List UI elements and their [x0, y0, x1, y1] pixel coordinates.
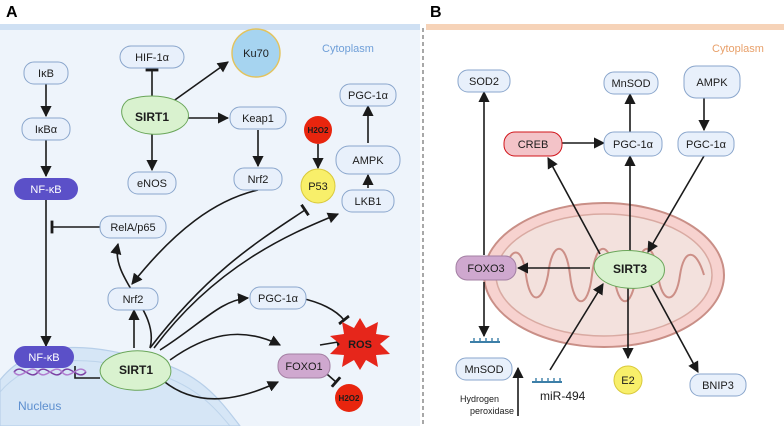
node-sirt1-top: SIRT1 — [121, 95, 189, 135]
node-foxo1: FOXO1 — [277, 353, 331, 379]
svg-text:AMPK: AMPK — [696, 77, 728, 89]
svg-text:H2O2: H2O2 — [339, 394, 360, 403]
label-mir494: miR-494 — [540, 389, 586, 403]
svg-text:FOXO1: FOXO1 — [285, 361, 322, 373]
svg-text:CREB: CREB — [518, 139, 549, 151]
svg-text:PGC-1α: PGC-1α — [258, 293, 299, 305]
node-hif1a: HIF-1α — [119, 45, 185, 69]
svg-text:MnSOD: MnSOD — [464, 364, 503, 376]
node-ampk-a: AMPK — [335, 145, 401, 175]
svg-text:LKB1: LKB1 — [355, 196, 382, 208]
svg-text:eNOS: eNOS — [137, 178, 167, 190]
node-nrf2-low: Nrf2 — [107, 287, 159, 311]
panel-b-edges — [478, 90, 710, 416]
svg-text:Nrf2: Nrf2 — [123, 294, 144, 306]
svg-text:P53: P53 — [308, 181, 328, 193]
dna-helix-icon — [13, 368, 87, 376]
node-ampk-b: AMPK — [683, 65, 741, 99]
node-p53: P53 — [300, 168, 336, 204]
svg-text:SOD2: SOD2 — [469, 76, 499, 88]
svg-text:Nrf2: Nrf2 — [248, 174, 269, 186]
svg-text:BNIP3: BNIP3 — [702, 380, 734, 392]
node-pgc1a-mid: PGC-1α — [603, 131, 663, 157]
panel-b-cytoplasm-label: Cytoplasm — [712, 43, 764, 55]
node-creb: CREB — [503, 131, 563, 157]
svg-text:NF-κB: NF-κB — [30, 184, 61, 196]
node-lkb1: LKB1 — [341, 189, 395, 213]
node-ikb: IκB — [23, 61, 69, 85]
node-ikba: IκBα — [21, 117, 71, 141]
node-e2: E2 — [613, 365, 643, 395]
svg-text:ROS: ROS — [348, 339, 372, 351]
svg-text:PGC-1α: PGC-1α — [348, 90, 389, 102]
panel-a-edges — [40, 61, 374, 400]
svg-text:Keap1: Keap1 — [242, 113, 274, 125]
mrna-icon-mir494 — [532, 378, 562, 383]
svg-text:FOXO3: FOXO3 — [467, 263, 504, 275]
node-sod2: SOD2 — [457, 69, 511, 93]
label-hydrogen: Hydrogen — [460, 394, 499, 404]
mrna-icon-mnsod — [470, 338, 500, 343]
node-enos: eNOS — [127, 171, 177, 195]
svg-text:H2O2: H2O2 — [308, 126, 329, 135]
node-h2o2-top: H2O2 — [304, 116, 332, 144]
node-ku70: Ku70 — [231, 28, 281, 78]
panel-a-letter: A — [6, 4, 18, 21]
node-pgc1a-right: PGC-1α — [677, 131, 735, 157]
node-mnsod-top: MnSOD — [603, 71, 659, 95]
svg-text:PGC-1α: PGC-1α — [686, 139, 727, 151]
panel-a-cytoplasm-label: Cytoplasm — [322, 43, 374, 55]
svg-text:SIRT1: SIRT1 — [135, 110, 169, 124]
node-nrf2-top: Nrf2 — [233, 167, 283, 191]
nucleus-label: Nucleus — [18, 399, 61, 413]
svg-text:IκBα: IκBα — [35, 124, 58, 136]
node-bnip3: BNIP3 — [689, 373, 747, 397]
svg-text:HIF-1α: HIF-1α — [135, 52, 170, 64]
node-sirt3: SIRT3 — [593, 250, 665, 289]
svg-text:Ku70: Ku70 — [243, 48, 269, 60]
svg-text:AMPK: AMPK — [352, 155, 384, 167]
svg-text:PGC-1α: PGC-1α — [613, 139, 654, 151]
node-h2o2-low: H2O2 — [335, 384, 363, 412]
node-ros: ROS — [330, 318, 390, 370]
node-foxo3: FOXO3 — [455, 255, 517, 281]
svg-text:SIRT3: SIRT3 — [613, 262, 647, 276]
node-nfkb: NF-κB — [14, 178, 78, 200]
node-mnsod-low: MnSOD — [455, 357, 513, 381]
svg-text:E2: E2 — [621, 375, 634, 387]
node-nfkb-nucleus: NF-κB — [14, 346, 74, 368]
panel-b-letter: B — [430, 4, 442, 21]
svg-text:NF-κB: NF-κB — [28, 352, 59, 364]
node-keap1: Keap1 — [229, 106, 287, 130]
node-relap65: RelA/p65 — [99, 215, 167, 239]
svg-text:RelA/p65: RelA/p65 — [110, 222, 155, 234]
svg-text:SIRT1: SIRT1 — [119, 363, 153, 377]
label-peroxidase: peroxidase — [470, 406, 514, 416]
node-pgc1a-top: PGC-1α — [339, 83, 397, 107]
node-pgc1a-low: PGC-1α — [249, 286, 307, 310]
svg-text:MnSOD: MnSOD — [611, 78, 650, 90]
svg-text:IκB: IκB — [38, 68, 54, 80]
node-sirt1-main: SIRT1 — [99, 350, 172, 391]
